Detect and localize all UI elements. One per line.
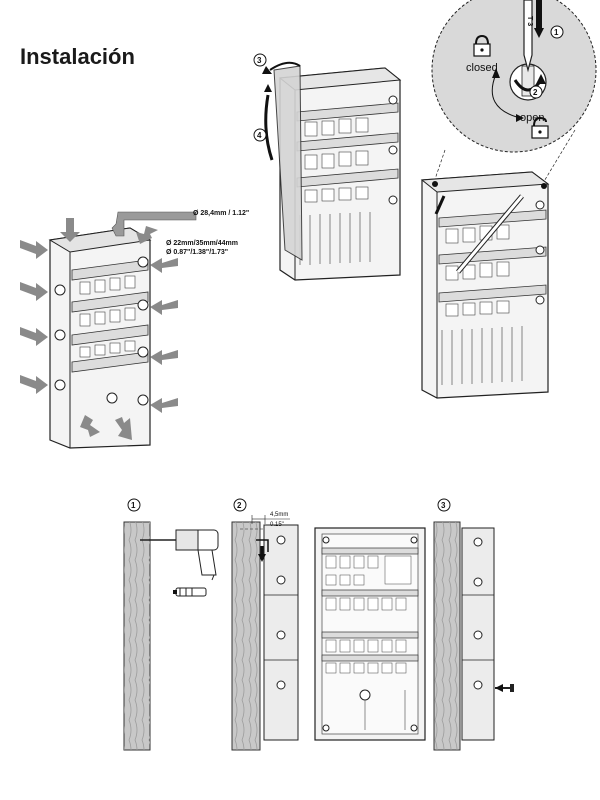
knockout-arrows bbox=[20, 218, 178, 440]
enclosure-cover-removal-diagram bbox=[262, 61, 402, 281]
lock-open-label: open bbox=[520, 112, 544, 124]
hole-top-label: Ø 28,4mm / 1.12" bbox=[193, 210, 249, 217]
padlock-open-icon bbox=[531, 116, 549, 139]
svg-text:4: 4 bbox=[257, 131, 262, 140]
lock-step-2-marker: 2 bbox=[529, 85, 543, 99]
svg-text:2: 2 bbox=[533, 88, 538, 97]
lock-detail-circle: T 3 bbox=[431, 0, 597, 189]
mounting-step-2-diagram bbox=[231, 515, 299, 751]
svg-text:3: 3 bbox=[257, 56, 262, 65]
hole-side-mm-label: Ø 22mm/35mm/44mm bbox=[166, 240, 238, 247]
screwdriver-mark: T 3 bbox=[526, 16, 533, 26]
lock-closed-label: closed bbox=[466, 62, 498, 74]
svg-text:2: 2 bbox=[237, 501, 242, 510]
page-title: Instalación bbox=[20, 44, 135, 69]
svg-text:1: 1 bbox=[131, 501, 136, 510]
mounting-step-3-marker: 3 bbox=[437, 498, 451, 512]
mounting-cabinet-front-view bbox=[314, 527, 426, 741]
enclosure-knockouts-diagram bbox=[20, 211, 197, 449]
hole-side-in-label: Ø 0.87"/1.38"/1.73" bbox=[166, 249, 228, 256]
step-3-marker: 3 bbox=[253, 53, 267, 67]
dimension-mm-label: 4,5mm bbox=[270, 512, 288, 518]
padlock-closed-icon bbox=[473, 34, 491, 57]
mounting-step-1-marker: 1 bbox=[127, 498, 141, 512]
mounting-step-3-diagram bbox=[433, 521, 514, 751]
enclosure-unlock-diagram bbox=[420, 171, 550, 399]
mounting-step-2-marker: 2 bbox=[233, 498, 247, 512]
svg-text:1: 1 bbox=[554, 28, 559, 37]
mounting-step-1-diagram bbox=[123, 521, 219, 751]
dimension-in-label: 0.15" bbox=[270, 522, 284, 528]
step-4-marker: 4 bbox=[253, 128, 267, 142]
lock-step-1-marker: 1 bbox=[550, 25, 564, 39]
svg-text:3: 3 bbox=[441, 501, 446, 510]
